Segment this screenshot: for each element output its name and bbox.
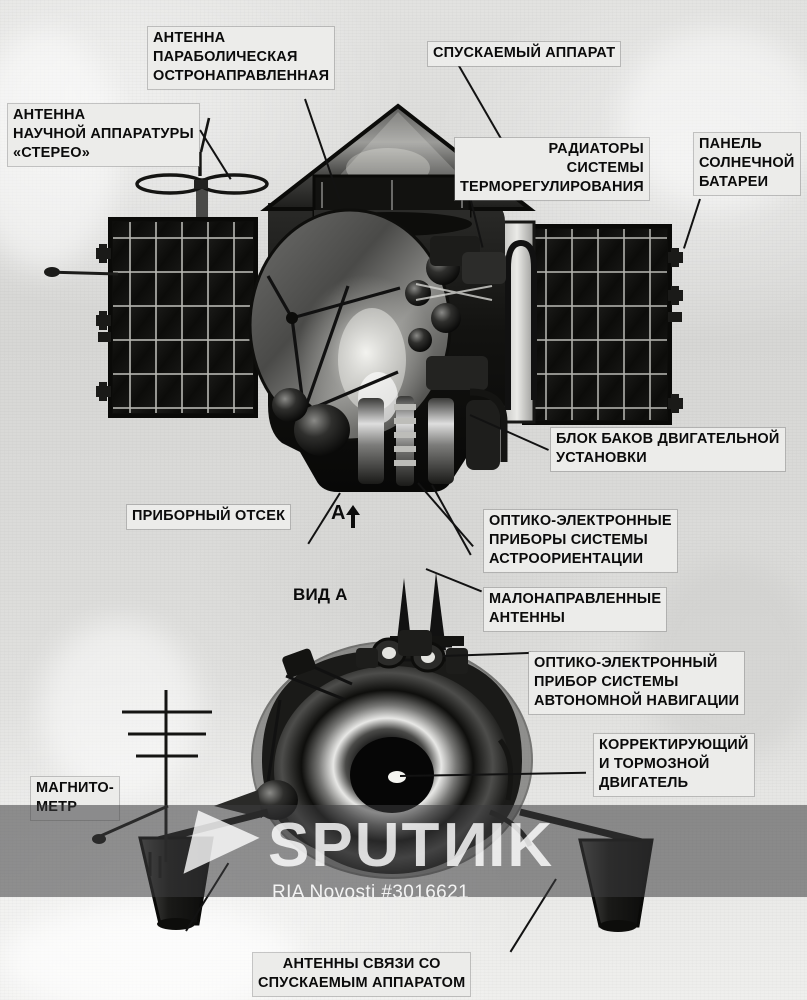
label-antenna-stereo: АНТЕННА НАУЧНОЙ АППАРАТУРЫ «СТЕРЕО» xyxy=(8,104,199,166)
label-autonomous-navigation: ОПТИКО-ЭЛЕКТРОННЫЙ ПРИБОР СИСТЕМЫ АВТОНО… xyxy=(529,652,745,714)
view-marker-a: А xyxy=(331,502,346,524)
label-tank-block: БЛОК БАКОВ ДВИГАТЕЛЬНОЙ УСТАНОВКИ xyxy=(551,428,785,471)
watermark-credit: RIA Novosti #3016621 xyxy=(272,882,470,897)
brand-part-2: IK xyxy=(488,811,555,880)
label-instrument-bay: ПРИБОРНЫЙ ОТСЕК xyxy=(127,505,291,529)
label-astro-orientation: ОПТИКО-ЭЛЕКТРОННЫЕ ПРИБОРЫ СИСТЕМЫ АСТРО… xyxy=(484,510,677,572)
label-parabolic-antenna: АНТЕННА ПАРАБОЛИЧЕСКАЯ ОСТРОНАПРАВЛЕННАЯ xyxy=(148,27,335,89)
sputnik-watermark: SPUTNIK RIA Novosti #3016621 xyxy=(0,805,807,897)
play-triangle-icon xyxy=(183,810,263,889)
brand-part-1: SPUT xyxy=(268,811,442,880)
label-low-gain-antennas: МАЛОНАПРАВЛЕННЫЕ АНТЕННЫ xyxy=(484,588,667,631)
label-descent-module: СПУСКАЕМЫЙ АППАРАТ xyxy=(428,42,621,66)
label-correction-engine: КОРРЕКТИРУЮЩИЙ И ТОРМОЗНОЙ ДВИГАТЕЛЬ xyxy=(594,734,754,796)
view-a-caption: ВИД А xyxy=(293,585,348,604)
brand-part-flipped: N xyxy=(441,811,489,880)
label-radiators: РАДИАТОРЫ СИСТЕМЫ ТЕРМОРЕГУЛИРОВАНИЯ xyxy=(455,138,649,200)
view-direction-arrow-icon xyxy=(346,505,360,528)
label-descent-link-antennas: АНТЕННЫ СВЯЗИ СО СПУСКАЕМЫМ АППАРАТОМ xyxy=(253,953,471,996)
watermark-brand: SPUTNIK xyxy=(268,811,554,880)
label-solar-panel: ПАНЕЛЬ СОЛНЕЧНОЙ БАТАРЕИ xyxy=(694,133,800,195)
